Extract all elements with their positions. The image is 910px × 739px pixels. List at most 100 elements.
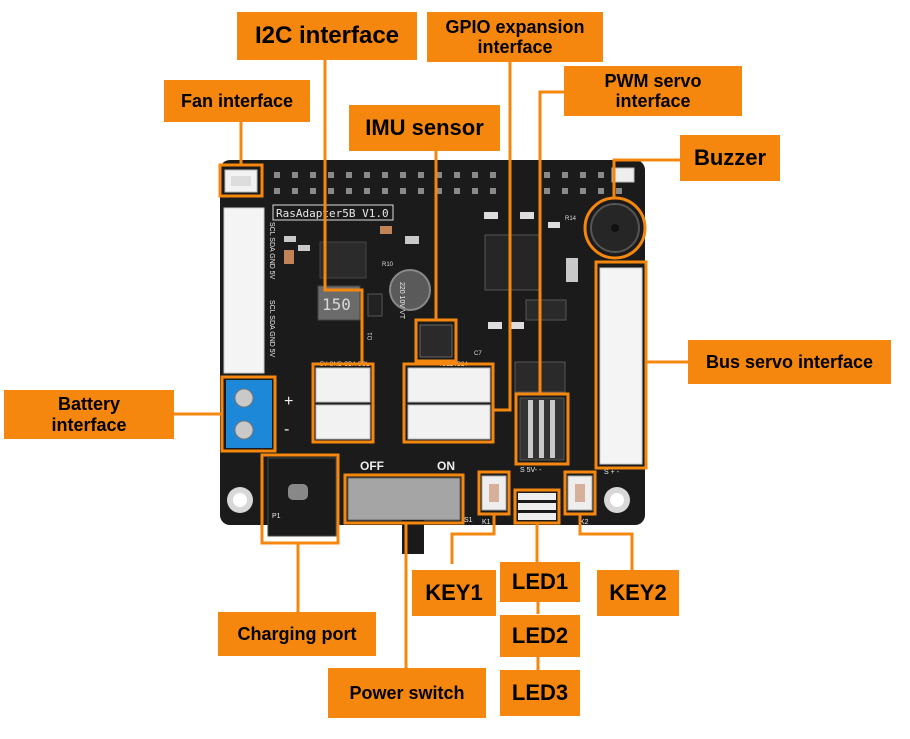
header-pin <box>580 188 586 194</box>
header-pin <box>310 172 316 178</box>
silkscreen-title: RasAdapter5B V1.0 <box>276 207 389 220</box>
label-imu-text: IMU sensor <box>365 116 484 141</box>
header-pin <box>328 172 334 178</box>
gpio-header-connector-a <box>408 368 490 402</box>
resistor-r2 <box>298 245 310 251</box>
battery-screw-2 <box>235 421 253 439</box>
label-power-switch: Power switch <box>328 668 486 718</box>
label-buzzer: Buzzer <box>680 135 780 181</box>
header-pin <box>346 172 352 178</box>
label-gpio-text-1: GPIO expansion <box>445 17 584 37</box>
i2c-pins-top: SCL SDA GND 5V <box>268 222 275 280</box>
switch-on-label: ON <box>437 459 455 473</box>
p1-label: P1 <box>272 513 281 520</box>
switch-off-label: OFF <box>360 459 384 473</box>
header-pin <box>598 172 604 178</box>
i2c-pins-mid: SCL SDA GND 5V <box>268 300 275 358</box>
label-led1: LED1 <box>500 562 580 602</box>
resistor-row-5 <box>510 322 524 329</box>
header-pin <box>490 188 496 194</box>
label-i2c-text: I2C interface <box>255 23 399 50</box>
label-imu-sensor: IMU sensor <box>349 105 500 151</box>
mount-hole-bl-inner <box>233 493 247 507</box>
capacitor-c2 <box>284 250 294 264</box>
header-pin <box>544 172 550 178</box>
header-pin <box>292 188 298 194</box>
mount-hole-br-inner <box>610 493 624 507</box>
pwm-pins <box>528 400 555 458</box>
resistor-row-4 <box>488 322 502 329</box>
label-buzzer-text: Buzzer <box>694 146 766 171</box>
label-charging-port: Charging port <box>218 612 376 656</box>
header-pin <box>382 188 388 194</box>
batt-plus: + <box>284 393 293 410</box>
header-pin <box>490 172 496 178</box>
crystal <box>566 258 578 282</box>
led1-chip <box>518 493 556 500</box>
buzzer-hole <box>611 224 619 232</box>
i2c-header-connector-b <box>316 405 370 439</box>
header-pin <box>580 172 586 178</box>
header-pin <box>454 188 460 194</box>
capacitor-small-2 <box>405 236 419 244</box>
header-pin <box>400 188 406 194</box>
bus-servo-connector <box>600 268 642 464</box>
imu-chip <box>420 325 452 357</box>
label-battery-text-1: Battery <box>58 394 120 414</box>
capacitor-small-1 <box>380 226 392 234</box>
header-pin <box>544 188 550 194</box>
label-led1-text: LED1 <box>512 570 568 595</box>
s1-label: S1 <box>464 517 473 524</box>
label-charging-text: Charging port <box>238 624 357 644</box>
header-pin <box>346 188 352 194</box>
resistor-row-1 <box>484 212 498 219</box>
header-pin <box>418 188 424 194</box>
header-pin <box>472 172 478 178</box>
ic-regulator <box>320 242 366 278</box>
header-pin <box>328 188 334 194</box>
label-gpio-text-2: interface <box>477 37 552 57</box>
r14-label: R14 <box>565 216 577 222</box>
header-pin <box>400 172 406 178</box>
diode-d1 <box>368 294 382 316</box>
label-battery-interface: Batteryinterface <box>4 390 174 439</box>
led3-chip <box>518 513 556 520</box>
label-led3: LED3 <box>500 670 580 716</box>
header-pin <box>472 188 478 194</box>
mcu-chip <box>485 235 540 290</box>
label-fan-interface: Fan interface <box>164 80 310 122</box>
pwm-pins-label: S 5V- - <box>520 467 542 474</box>
label-bus-servo: Bus servo interface <box>688 340 891 384</box>
label-gpio-expansion: GPIO expansioninterface <box>427 12 603 62</box>
header-pin <box>292 172 298 178</box>
label-fan-text: Fan interface <box>181 91 293 111</box>
led2-chip <box>518 503 556 510</box>
capacitor-electrolytic <box>390 270 430 310</box>
header-pin <box>364 172 370 178</box>
i2c-header-connector-a <box>316 368 370 402</box>
header-pin <box>562 188 568 194</box>
header-pin <box>616 188 622 194</box>
label-led2-text: LED2 <box>512 624 568 649</box>
inductor-text: 150 <box>322 295 351 314</box>
fan-connector-slot <box>231 176 251 186</box>
label-pwm-servo: PWM servointerface <box>564 66 742 116</box>
d1-label: D1 <box>368 332 374 340</box>
c7-label: C7 <box>474 351 482 357</box>
header-pin <box>310 188 316 194</box>
header-pin <box>562 172 568 178</box>
k1-label: K1 <box>482 519 491 526</box>
label-pwm-text-1: PWM servo <box>604 71 701 91</box>
label-power-text: Power switch <box>349 683 464 703</box>
capacitor-text: 220 10V VT <box>398 282 405 320</box>
label-key2-text: KEY2 <box>609 581 666 606</box>
key2-button <box>575 484 585 502</box>
gpio-header-connector-b <box>408 405 490 439</box>
resistor-r1 <box>284 236 296 242</box>
header-pin <box>274 188 280 194</box>
header-pin <box>382 172 388 178</box>
header-pin <box>274 172 280 178</box>
header-pin <box>454 172 460 178</box>
label-i2c-interface: I2C interface <box>237 12 417 60</box>
resistor-row-3 <box>548 222 560 228</box>
